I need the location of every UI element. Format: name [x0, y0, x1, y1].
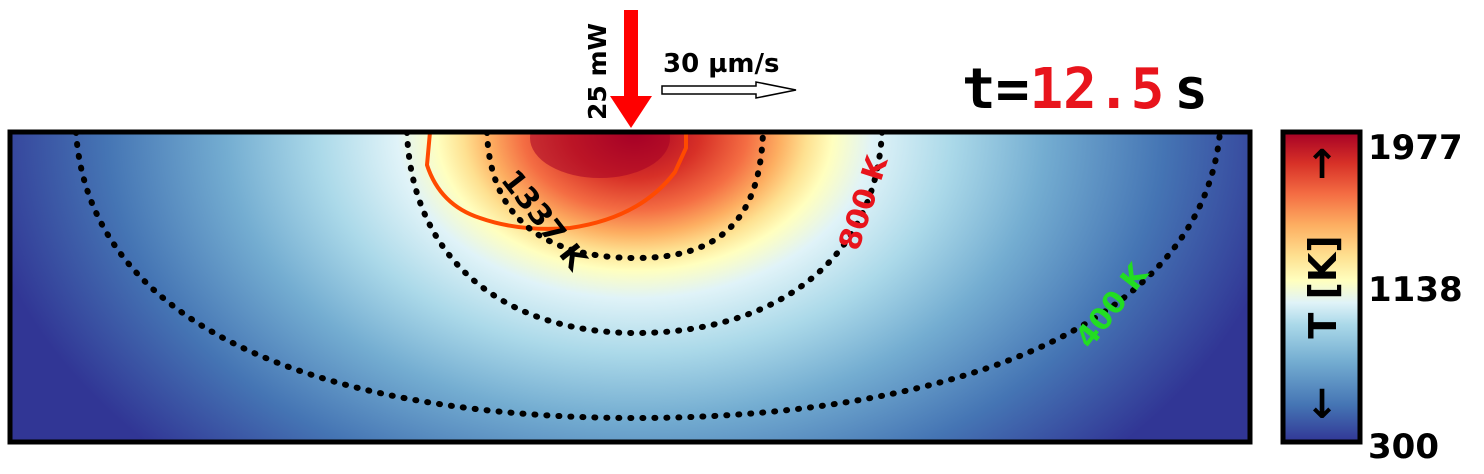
colorbar-min-label: 300: [1368, 427, 1439, 467]
time-unit: s: [1174, 57, 1208, 122]
melt-pool-boundary: [424, 132, 688, 231]
colorbar: ↑ T [K] ↓ 1977 1138 300: [1280, 128, 1463, 467]
laser-power-label: 25 mW: [583, 23, 612, 120]
time-prefix: t=: [962, 57, 1029, 122]
colorbar-frame: [1280, 129, 1363, 445]
colorbar-title: T [K]: [1301, 235, 1345, 338]
laser-beam: 25 mW: [583, 10, 652, 128]
colorbar-max-label: 1977: [1368, 128, 1463, 168]
hot-core: [530, 132, 670, 178]
colorbar-arrow-down: ↓: [1305, 382, 1339, 428]
scan-speed-label: 30 µm/s: [663, 49, 779, 79]
temperature-field: [10, 132, 1250, 442]
time-value: 12.5: [1029, 57, 1164, 122]
scan-direction-arrow: [661, 81, 797, 99]
laser-arrow-shaft: [624, 10, 638, 98]
temperature-heatmap: [10, 132, 1250, 442]
colorbar-mid-label: 1138: [1368, 270, 1463, 310]
colorbar-arrow-up: ↑: [1305, 142, 1339, 188]
colorbar-gradient: [1283, 132, 1360, 442]
laser-arrow-head: [610, 96, 652, 128]
svg-text:t=12.5s: t=12.5s: [962, 57, 1208, 122]
plot-frame: [7, 129, 1253, 445]
scan-direction: 30 µm/s: [661, 49, 797, 99]
